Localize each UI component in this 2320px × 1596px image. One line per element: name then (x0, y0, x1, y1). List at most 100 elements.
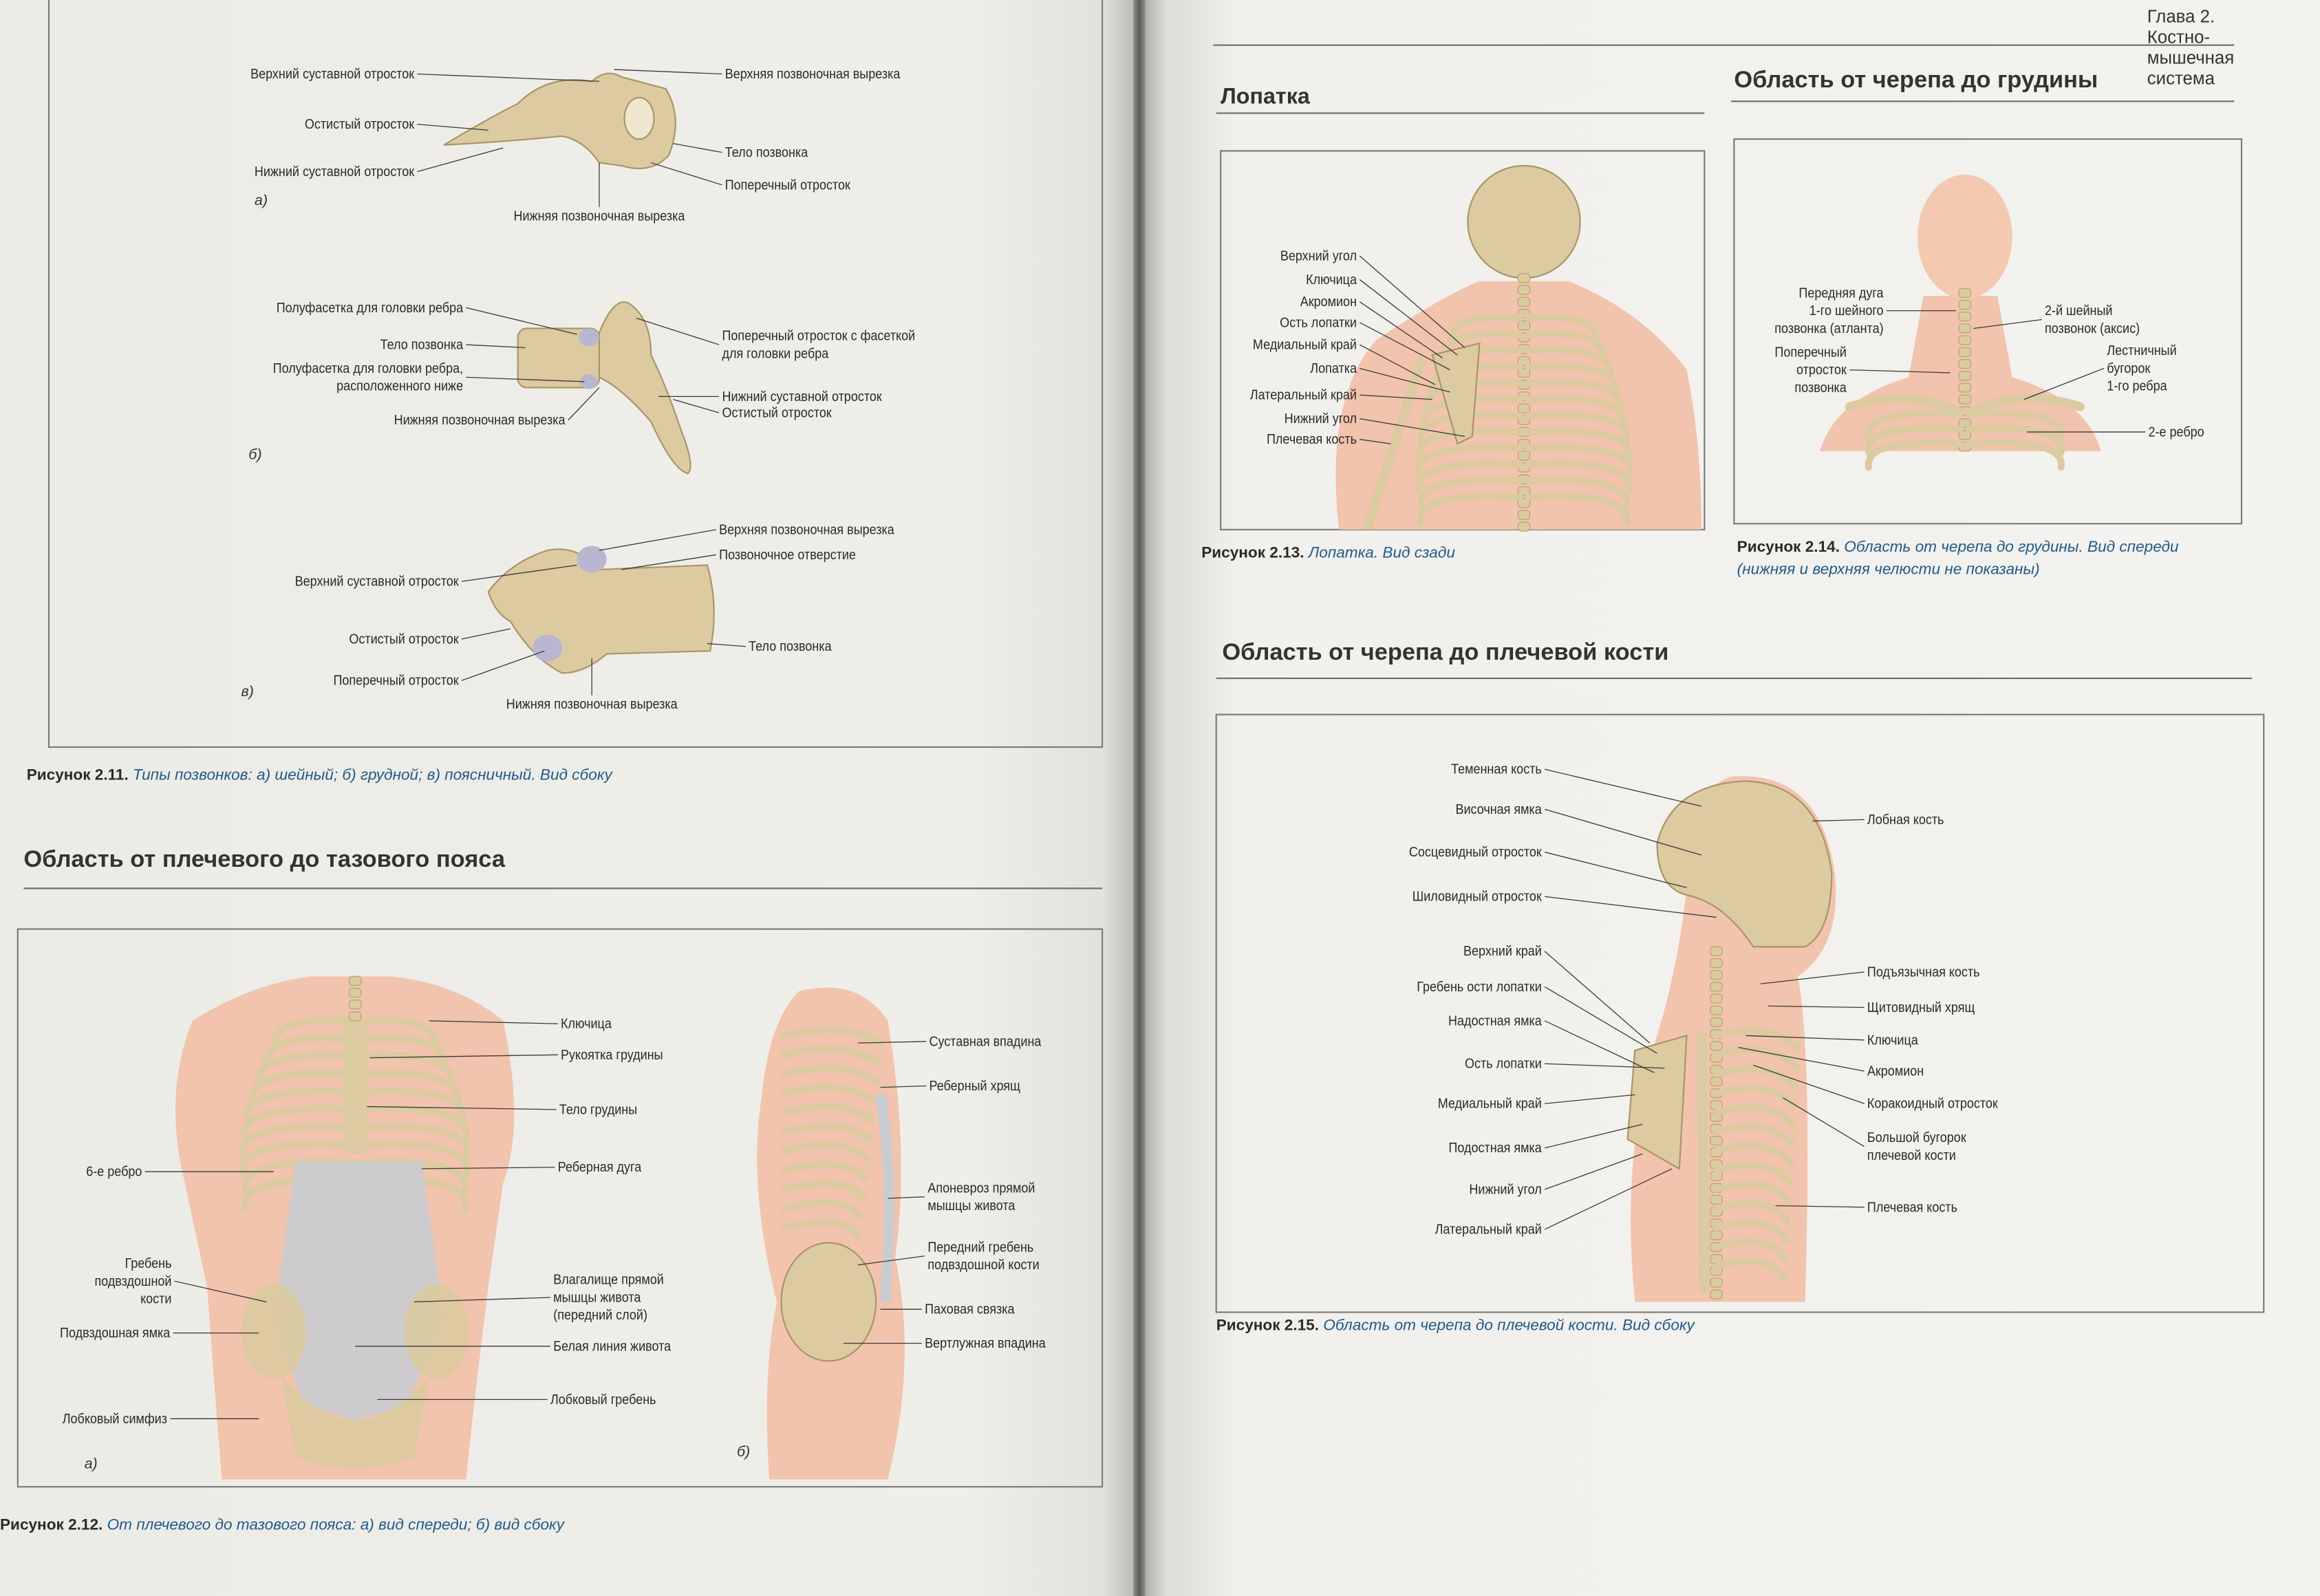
vertebra (1517, 510, 1531, 520)
subfigure-label: б) (248, 447, 262, 464)
vertebra (1517, 403, 1531, 413)
rib-facet (578, 328, 599, 347)
rib (1525, 476, 1631, 510)
vertebra (1710, 1277, 1723, 1288)
section-heading-scapula: Лопатка (1221, 84, 1310, 110)
anatomy-label: Нижняя позвоночная вырезка (394, 412, 566, 428)
anatomy-label: Паховая связка (925, 1302, 1015, 1317)
rib (255, 1052, 354, 1088)
anatomy-label: Реберный хрящ (929, 1078, 1020, 1094)
vertebra (1517, 498, 1531, 508)
rib (1712, 1084, 1798, 1109)
anatomy-label: Ключица (1867, 1033, 1918, 1048)
figure-caption-2-11: Рисунок 2.11. Типы позвонков: а) шейный;… (27, 765, 612, 787)
vertebra (1517, 451, 1531, 461)
cervical-vertebra (1958, 335, 1972, 345)
leader-line (1545, 1094, 1635, 1104)
rib (1525, 363, 1620, 397)
rib (780, 1026, 884, 1046)
leader-line (466, 307, 577, 335)
cervical-vertebra (1958, 358, 1972, 369)
anatomy-label: Поперечный отросток (724, 177, 850, 193)
anatomy-label: Верхняя позвоночная вырезка (719, 522, 894, 537)
rib (239, 1123, 354, 1159)
caption-text: Лопатка. Вид сзади (1308, 544, 1455, 563)
anatomy-label: Тело позвонка (724, 144, 808, 160)
anatomy-label: Остистый отросток (349, 632, 459, 647)
header-rule (1213, 44, 2235, 46)
rib (780, 1122, 873, 1143)
vertebra (1517, 356, 1531, 366)
leader-line (880, 1085, 927, 1088)
rib (356, 1070, 462, 1106)
vertebra (1710, 993, 1723, 1004)
anatomy-label: Ключица (561, 1016, 612, 1031)
subfigure-label: б) (736, 1444, 751, 1461)
anatomy-label: Поперечный отросток (333, 673, 459, 688)
leader-line (1360, 344, 1436, 385)
anatomy-label: Ость лопатки (1464, 1056, 1542, 1071)
figure-frame (1215, 713, 2265, 1313)
ilium-right (404, 1284, 469, 1379)
rib (244, 1087, 354, 1124)
leader-line (1738, 1046, 1865, 1072)
vertebra (1517, 296, 1531, 307)
leader-line (414, 1297, 551, 1303)
caption-text: Типы позвонков: а) шейный; б) грудной; в… (133, 766, 612, 784)
anatomy-label: Медиальный край (1252, 337, 1357, 352)
anatomy-label: Влагалище прямой мышцы живота (передний … (553, 1272, 664, 1323)
rib (1712, 1258, 1787, 1282)
leader-line (858, 1255, 925, 1266)
anatomy-label: Рукоятка грудины (561, 1047, 663, 1063)
vertebra (1710, 1041, 1723, 1051)
leader-line (1768, 1005, 1865, 1009)
rib (1712, 1065, 1799, 1090)
rib (240, 1105, 354, 1142)
figure-caption-2-14: Рисунок 2.14. Область от черепа до груди… (1737, 537, 2179, 582)
rib (1865, 409, 1964, 442)
anatomy-label: Гребень подвздошной кости (94, 1255, 172, 1306)
anatomy-label: Тело грудины (559, 1102, 638, 1117)
rib (1712, 1103, 1796, 1128)
head (1918, 174, 2012, 299)
leader-line (1544, 951, 1651, 1044)
rib (1712, 1180, 1792, 1205)
anatomy-label: Нижний угол (1469, 1182, 1542, 1197)
anatomy-label: Тело позвонка (749, 639, 832, 654)
leader-line (1545, 1063, 1665, 1069)
rib (239, 1141, 354, 1177)
vertebra (1710, 946, 1723, 956)
anatomy-label: Поперечный отросток с фасеткой для голов… (722, 328, 916, 361)
anatomy-label: Верхний суставной отросток (294, 574, 459, 589)
skull (1467, 164, 1581, 279)
anatomy-label: Остистый отросток (304, 116, 415, 132)
rib (780, 1045, 882, 1066)
rib (1525, 427, 1633, 462)
anatomy-label: Лопатка (1310, 360, 1357, 376)
vertebra (1710, 1230, 1723, 1240)
anatomy-label: Суставная впадина (929, 1034, 1042, 1049)
leader-line (614, 69, 722, 75)
cervical-vertebra (1958, 382, 1972, 393)
cervical-vertebra (348, 987, 362, 998)
leader-line (599, 529, 716, 551)
pubis (281, 1375, 429, 1469)
rib (780, 1064, 879, 1085)
figure-caption-2-13: Рисунок 2.13. Лопатка. Вид сзади (1201, 543, 1455, 565)
anatomy-label: Полуфасетка для головки ребра, расположе… (272, 360, 464, 394)
anatomy-label: Ключица (1306, 272, 1357, 288)
vertebra (1517, 273, 1531, 283)
leader-line (568, 387, 600, 421)
anatomy-label: Височная ямка (1455, 801, 1542, 817)
leader-line (2023, 367, 2105, 400)
leader-line (1360, 394, 1432, 400)
rib (780, 1180, 866, 1200)
leader-line (1360, 418, 1465, 438)
rib (1712, 1161, 1793, 1186)
cervical-vertebra (1958, 288, 1972, 298)
figure-number: Рисунок 2.15. (1216, 1316, 1320, 1335)
vertebra (1710, 970, 1723, 980)
anatomy-label: Подостная ямка (1448, 1141, 1542, 1156)
anatomy-label: 2-й шейный позвонок (аксис) (2044, 303, 2140, 336)
